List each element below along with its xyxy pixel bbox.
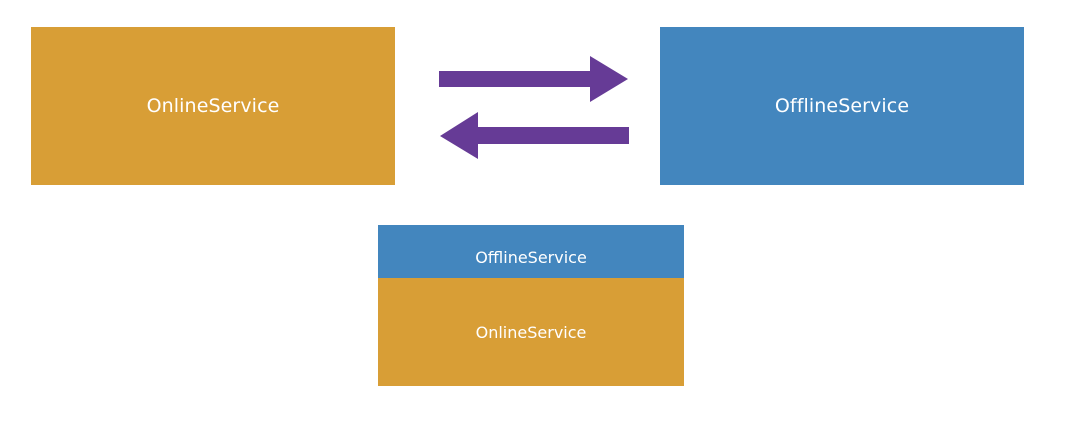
offline-service-label: OfflineService bbox=[774, 95, 910, 117]
stacked-online-service-label: OnlineService bbox=[475, 322, 587, 342]
online-service-box: OnlineService bbox=[31, 27, 395, 185]
left-arrow bbox=[440, 112, 629, 159]
online-service-label: OnlineService bbox=[146, 95, 280, 117]
right-arrow bbox=[439, 56, 628, 102]
stacked-online-service-box: OnlineService bbox=[378, 278, 684, 386]
stacked-offline-service-label: OfflineService bbox=[475, 248, 587, 267]
offline-service-box: OfflineService bbox=[660, 27, 1024, 185]
